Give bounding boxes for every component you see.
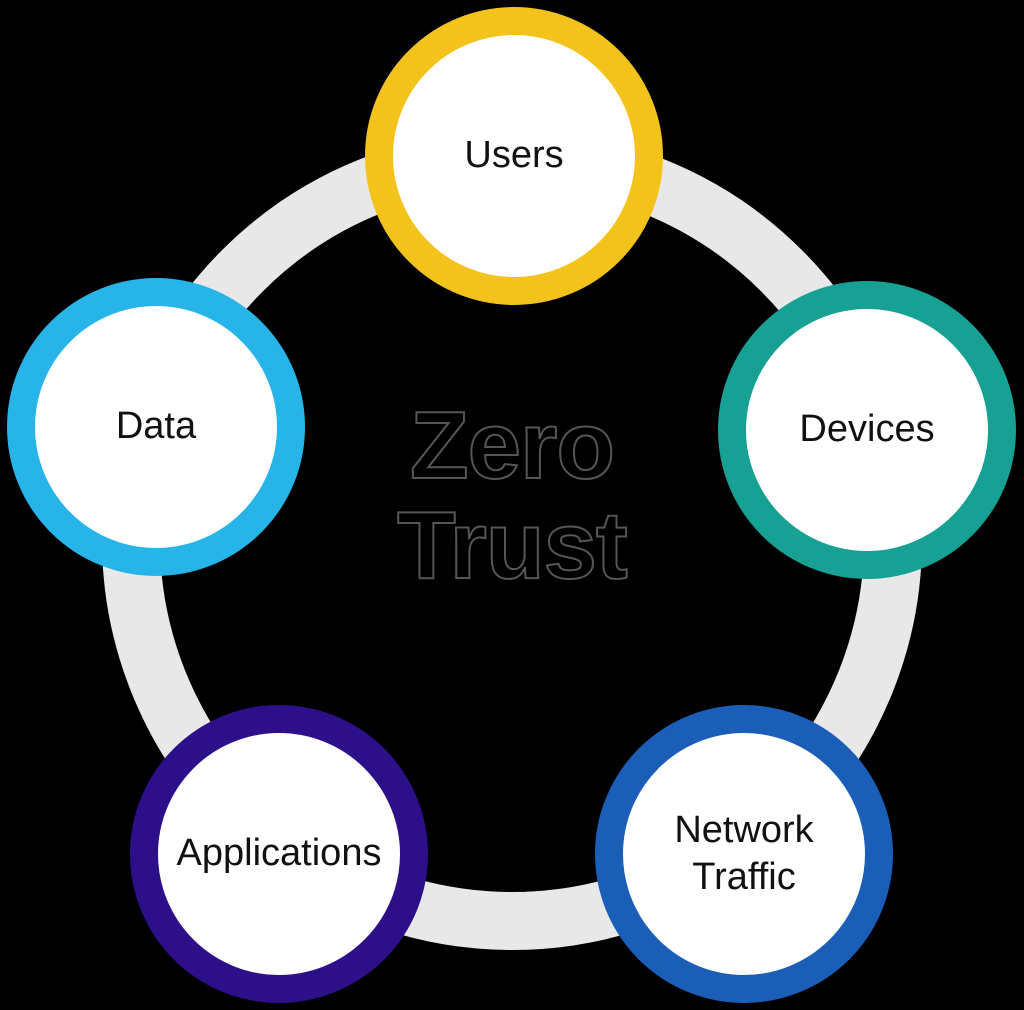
center-title-line1: Zero: [409, 392, 616, 499]
node-devices: Devices: [718, 281, 1016, 579]
node-users: Users: [365, 7, 663, 305]
node-network-traffic-label: Network Traffic: [674, 808, 814, 899]
node-data: Data: [7, 278, 305, 576]
node-data-label: Data: [115, 405, 197, 448]
node-users-label: Users: [464, 134, 564, 177]
node-applications-label: Applications: [176, 832, 382, 875]
node-devices-label: Devices: [799, 408, 935, 451]
center-title-line2: Trust: [396, 491, 629, 599]
node-applications: Applications: [130, 705, 428, 1003]
node-network-traffic: Network Traffic: [595, 705, 893, 1003]
center-title: Zero Trust: [396, 392, 629, 599]
